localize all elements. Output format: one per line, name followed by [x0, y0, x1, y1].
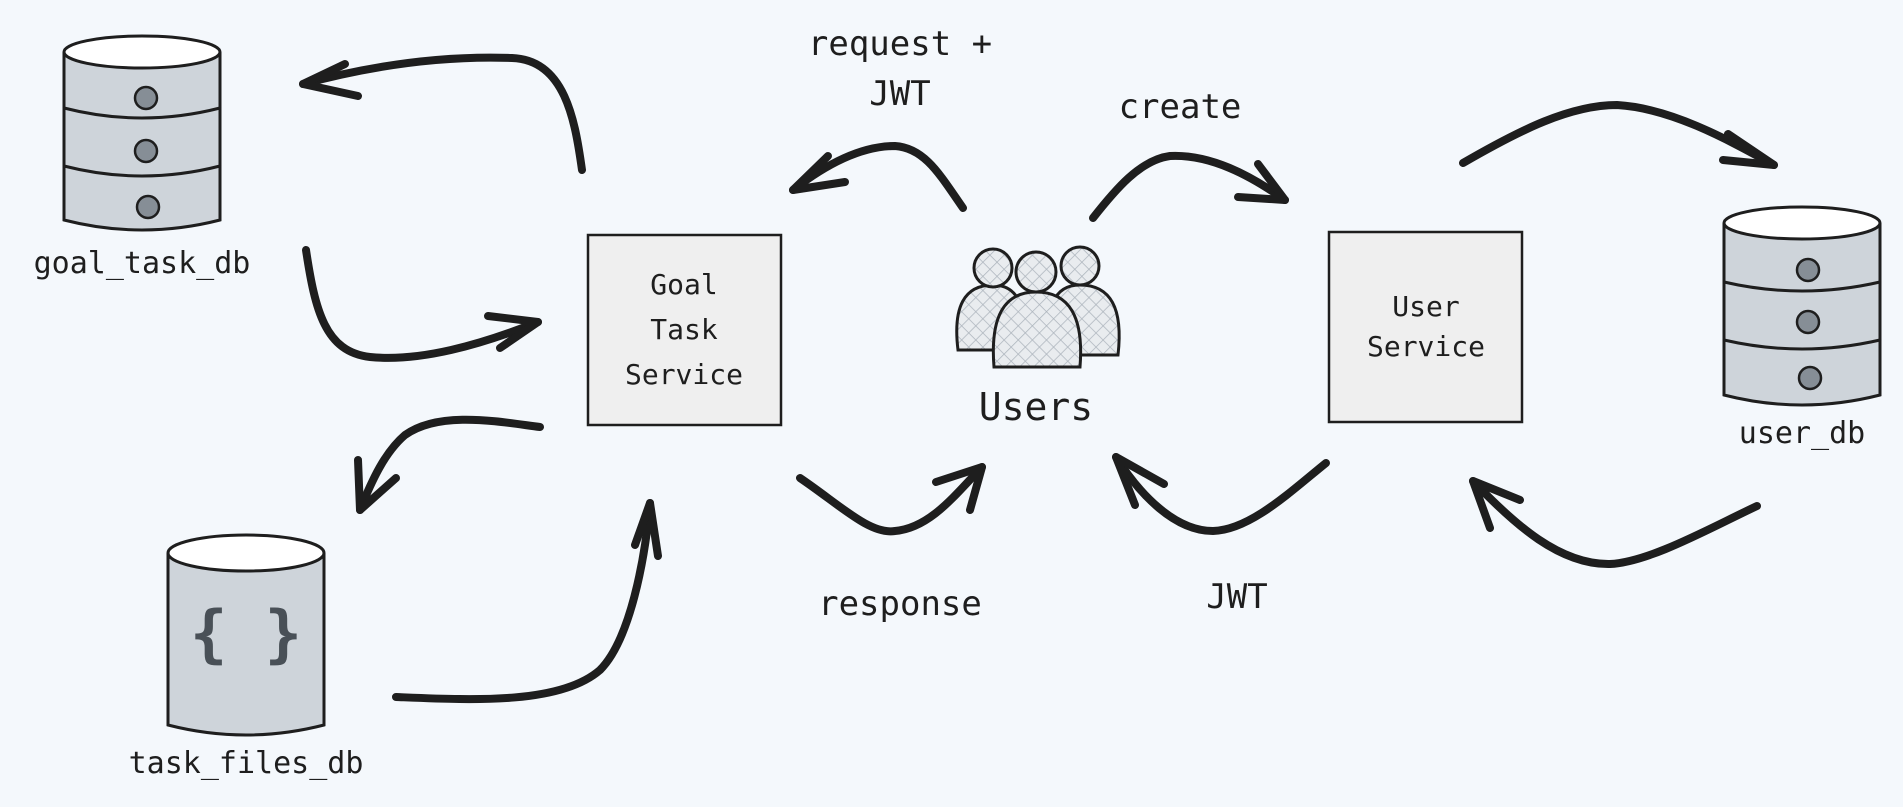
arrow-task-files-db-to-service — [392, 499, 662, 704]
users-label: Users — [979, 385, 1093, 429]
users-icon — [955, 245, 1121, 369]
arrow-service-to-goal-task-db — [299, 53, 586, 174]
user-db-label: user_db — [1739, 416, 1865, 451]
goal-task-service-line-1: Goal — [650, 268, 717, 301]
response-edge-label: response — [818, 584, 982, 624]
database-icon — [62, 34, 222, 232]
goal-task-service: Goal Task Service — [586, 233, 783, 427]
user-service: User Service — [1327, 230, 1524, 424]
arrow-goal-task-service-to-users — [796, 463, 986, 536]
arrow-user-service-to-users — [1112, 453, 1330, 535]
arrow-users-to-goal-task-service — [789, 142, 967, 212]
arrow-users-to-user-service — [1089, 151, 1289, 222]
arrow-service-to-task-files-db — [354, 415, 544, 514]
arrow-user-service-to-user-db — [1459, 101, 1778, 169]
arrow-user-db-to-user-service — [1469, 477, 1761, 569]
database-icon — [1722, 205, 1882, 407]
goal-task-db: goal_task_db — [34, 34, 251, 281]
arrows — [299, 53, 1778, 704]
goal-task-service-line-3: Service — [625, 358, 743, 391]
request-edge-label-line-1: request + — [808, 24, 992, 64]
jwt-edge-label: JWT — [1206, 577, 1267, 617]
users: Users — [955, 245, 1121, 429]
arrow-goal-task-db-to-service — [302, 246, 542, 362]
user-db: user_db — [1722, 205, 1882, 451]
json-braces-glyph: { } — [190, 597, 302, 670]
json-database-icon: { } — [166, 533, 326, 737]
task-files-db-label: task_files_db — [129, 746, 364, 781]
user-service-line-1: User — [1392, 290, 1459, 323]
goal-task-service-line-2: Task — [650, 313, 718, 346]
request-edge-label-line-2: JWT — [869, 74, 930, 114]
goal-task-db-label: goal_task_db — [34, 246, 251, 281]
task-files-db: { } task_files_db — [129, 533, 364, 781]
create-edge-label: create — [1119, 87, 1242, 127]
user-service-line-2: Service — [1367, 330, 1485, 363]
